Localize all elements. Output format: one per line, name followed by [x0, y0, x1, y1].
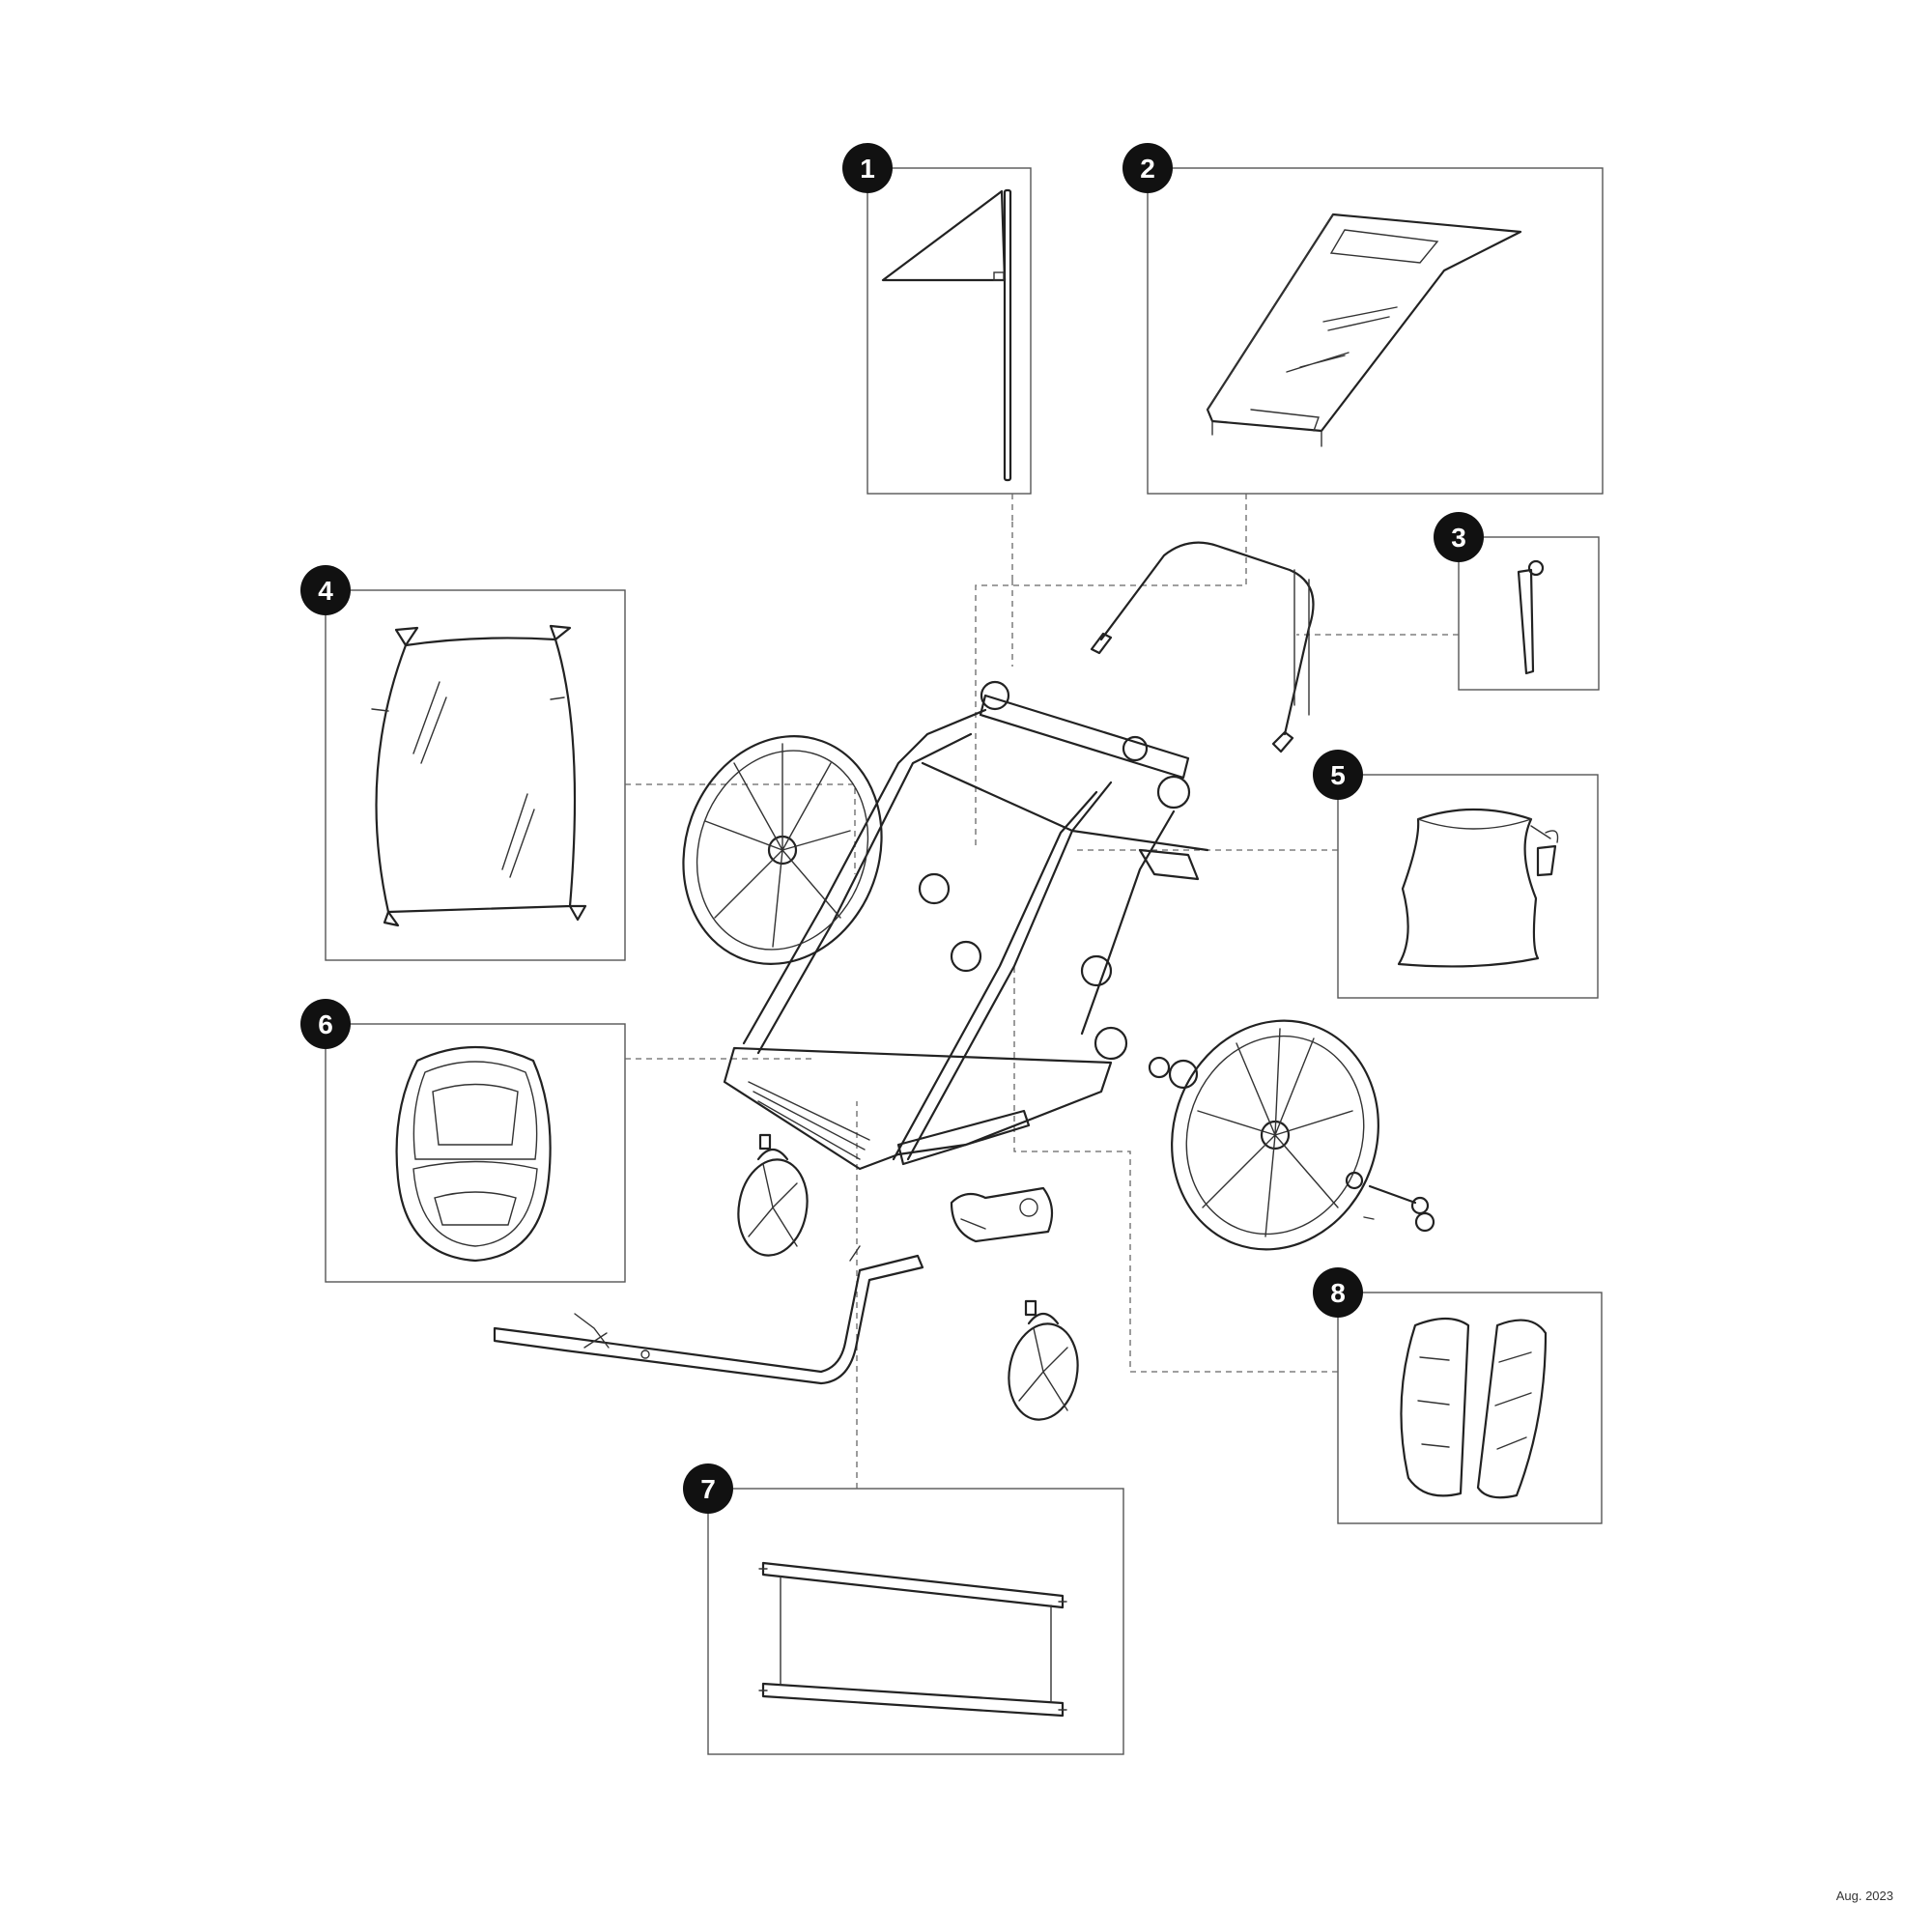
svg-text:8: 8 — [1330, 1278, 1346, 1308]
part-box-7 — [707, 1488, 1124, 1755]
callout-badge-7: 7 — [683, 1463, 733, 1514]
wheel-right-icon — [1171, 1019, 1379, 1251]
callout-badge-5: 5 — [1313, 750, 1363, 800]
tow-arm-icon — [493, 1245, 924, 1385]
svg-text:3: 3 — [1451, 523, 1466, 553]
swivel-wheel-spare-icon — [1008, 1299, 1079, 1421]
callout-badge-1: 1 — [842, 143, 893, 193]
axle-hardware-icon — [1148, 1056, 1435, 1233]
trailer-frame-icon — [723, 541, 1315, 1171]
callout-badge-2: 2 — [1122, 143, 1173, 193]
svg-text:2: 2 — [1140, 154, 1155, 184]
part-box-8 — [1337, 1292, 1603, 1524]
leader-lines — [625, 494, 1459, 1489]
part-box-3 — [1458, 536, 1600, 691]
svg-text:1: 1 — [860, 154, 875, 184]
svg-text:6: 6 — [318, 1009, 333, 1039]
callout-badge-6: 6 — [300, 999, 351, 1049]
part-box-1 — [867, 167, 1032, 495]
svg-text:5: 5 — [1330, 760, 1346, 790]
part-box-5 — [1337, 774, 1599, 999]
document-date: Aug. 2023 — [1835, 1889, 1893, 1903]
part-box-2 — [1147, 167, 1604, 495]
storage-bag-icon — [1397, 808, 1559, 968]
part-box-6 — [325, 1023, 626, 1283]
svg-text:7: 7 — [700, 1474, 716, 1504]
rain-cover-icon — [1206, 213, 1522, 447]
wheel-guard-icon — [950, 1186, 1054, 1243]
seat-pad-icon — [395, 1045, 552, 1263]
part-box-4 — [325, 589, 626, 961]
flag-icon — [881, 188, 1012, 482]
callout-badge-4: 4 — [300, 565, 351, 615]
callout-badge-8: 8 — [1313, 1267, 1363, 1318]
strap-icon — [1517, 559, 1545, 675]
mesh-panel-icon — [758, 1561, 1067, 1718]
window-panel-icon — [371, 624, 587, 927]
svg-text:4: 4 — [318, 576, 333, 606]
side-pads-icon — [1400, 1317, 1548, 1499]
wheel-left-icon — [682, 735, 883, 965]
callout-badge-3: 3 — [1434, 512, 1484, 562]
swivel-wheel-icon — [737, 1133, 809, 1257]
